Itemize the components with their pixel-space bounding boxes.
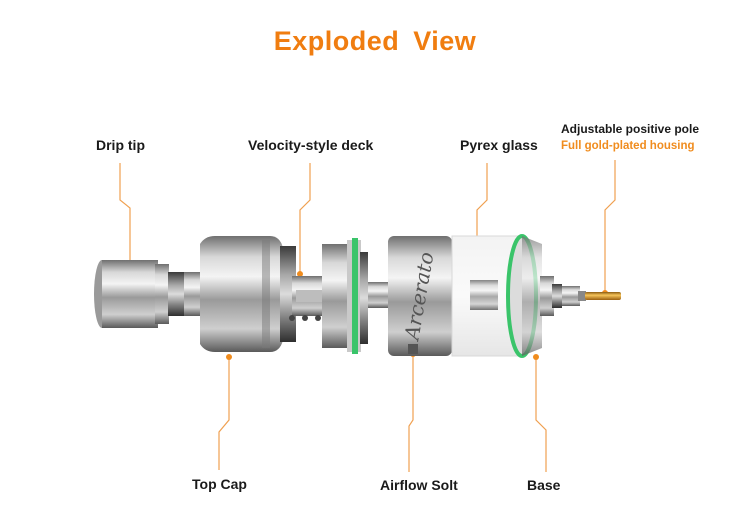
label-positive-pole: Adjustable positive pole: [561, 122, 700, 136]
label-pyrex-glass: Pyrex glass: [460, 137, 538, 153]
label-drip-tip: Drip tip: [96, 137, 145, 153]
label-top-cap: Top Cap: [192, 476, 247, 492]
label-velocity-deck: Velocity-style deck: [248, 137, 374, 153]
leader-top-cap: [218, 358, 230, 470]
leader-airflow: [408, 355, 414, 472]
leader-lines: [119, 160, 616, 472]
top-cap-part: [184, 236, 296, 352]
leader-pole: [604, 160, 616, 292]
leader-drip-tip: [119, 163, 131, 264]
base-part: [506, 234, 562, 358]
label-gold-housing: Full gold-plated housing: [561, 140, 695, 152]
page-title: Exploded View: [273, 26, 477, 56]
label-base: Base: [527, 477, 561, 493]
leader-deck: [299, 163, 311, 272]
label-airflow-slot: Airflow Solt: [380, 477, 458, 493]
leader-pyrex: [476, 163, 488, 240]
leader-base: [535, 358, 547, 472]
drip-tip-part: [94, 260, 186, 328]
velocity-deck-part: [289, 238, 390, 354]
body-part: Arcerato: [388, 236, 452, 356]
positive-pole-part: [562, 286, 621, 306]
